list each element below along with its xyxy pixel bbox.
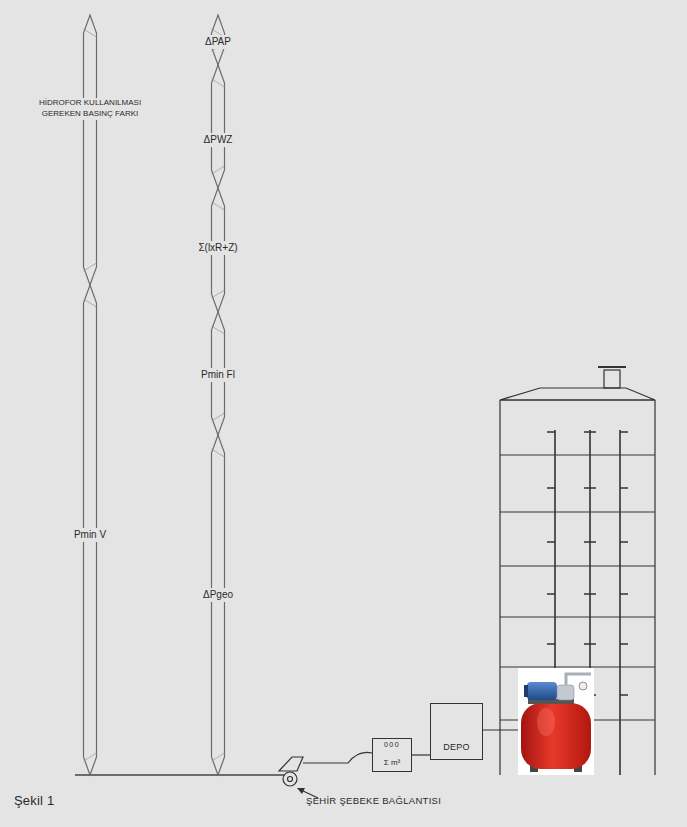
dimension-bar: ΔPAP bbox=[188, 15, 248, 65]
branch-ticks bbox=[547, 432, 628, 695]
pipe bbox=[483, 729, 518, 730]
roof bbox=[500, 388, 655, 400]
motor-fan-cover bbox=[524, 685, 528, 697]
water-meter-box: 000 Σ m³ bbox=[372, 738, 412, 772]
dimension-label: Pmin Fl bbox=[193, 368, 243, 382]
bar-hatch bbox=[212, 449, 225, 761]
pump-head bbox=[557, 685, 574, 700]
dimension-label: Pmin V bbox=[62, 528, 118, 542]
pressure-tank bbox=[521, 703, 591, 769]
bar-outline bbox=[188, 435, 248, 775]
building-wall bbox=[654, 400, 655, 775]
floor-line bbox=[500, 565, 655, 566]
callout-label: ŞEHİR ŞEBEKE BAĞLANTISI bbox=[306, 795, 441, 806]
pressure-gauge bbox=[579, 682, 587, 690]
floor-line bbox=[500, 616, 655, 617]
storage-tank-box: DEPO bbox=[430, 703, 483, 760]
dimension-bar: Σ(lxR+Z) bbox=[188, 188, 248, 312]
bar-outline bbox=[35, 15, 145, 285]
connection-circle bbox=[283, 772, 297, 786]
chimney bbox=[604, 370, 620, 388]
pipe-connector bbox=[412, 754, 430, 755]
connection-circle bbox=[288, 777, 293, 782]
hydrophore-illustration bbox=[518, 668, 594, 775]
floor-line bbox=[500, 666, 655, 667]
dimension-label: ΔPgeo bbox=[193, 588, 243, 602]
bar-outline bbox=[188, 65, 248, 188]
supply-pipe bbox=[303, 752, 372, 763]
dimension-bar: ΔPgeo bbox=[188, 435, 248, 775]
dimension-label: ΔPAP bbox=[193, 35, 243, 49]
leader-head bbox=[297, 788, 305, 794]
box-label: DEPO bbox=[443, 743, 470, 753]
figure-number: Şekil 1 bbox=[14, 793, 54, 808]
dimension-bar: HİDROFOR KULLANILMASI GEREKEN BASINÇ FAR… bbox=[35, 15, 145, 285]
double-arrow-outline bbox=[84, 15, 97, 285]
floor-line bbox=[500, 511, 655, 512]
valve-symbol bbox=[279, 757, 303, 771]
pump-motor bbox=[527, 682, 557, 700]
building-wall bbox=[499, 400, 500, 775]
riser-pipe bbox=[619, 430, 621, 775]
box-label: 000 bbox=[384, 741, 400, 749]
dimension-label: Σ(lxR+Z) bbox=[190, 241, 246, 255]
dimension-bar: ΔPWZ bbox=[188, 65, 248, 188]
building bbox=[500, 367, 655, 775]
picture-background bbox=[518, 668, 594, 775]
base-line bbox=[75, 774, 284, 775]
double-arrow-outline bbox=[212, 65, 225, 188]
floor-line bbox=[500, 454, 655, 455]
dimension-bar: Pmin V bbox=[60, 285, 120, 775]
city-connection-symbol bbox=[279, 752, 372, 786]
bar-hatch bbox=[212, 79, 225, 174]
floor-line bbox=[500, 399, 655, 400]
chimney-cap bbox=[598, 366, 626, 368]
dimension-label: HİDROFOR KULLANILMASI GEREKEN BASINÇ FAR… bbox=[38, 98, 143, 120]
dimension-bar: Pmin Fl bbox=[188, 312, 248, 435]
tank-highlight bbox=[537, 708, 555, 736]
box-label: Σ m³ bbox=[384, 759, 401, 768]
discharge-pipe bbox=[566, 674, 591, 685]
bar-hatch bbox=[84, 29, 97, 271]
dimension-label: ΔPWZ bbox=[193, 133, 243, 147]
double-arrow-outline bbox=[212, 435, 225, 775]
